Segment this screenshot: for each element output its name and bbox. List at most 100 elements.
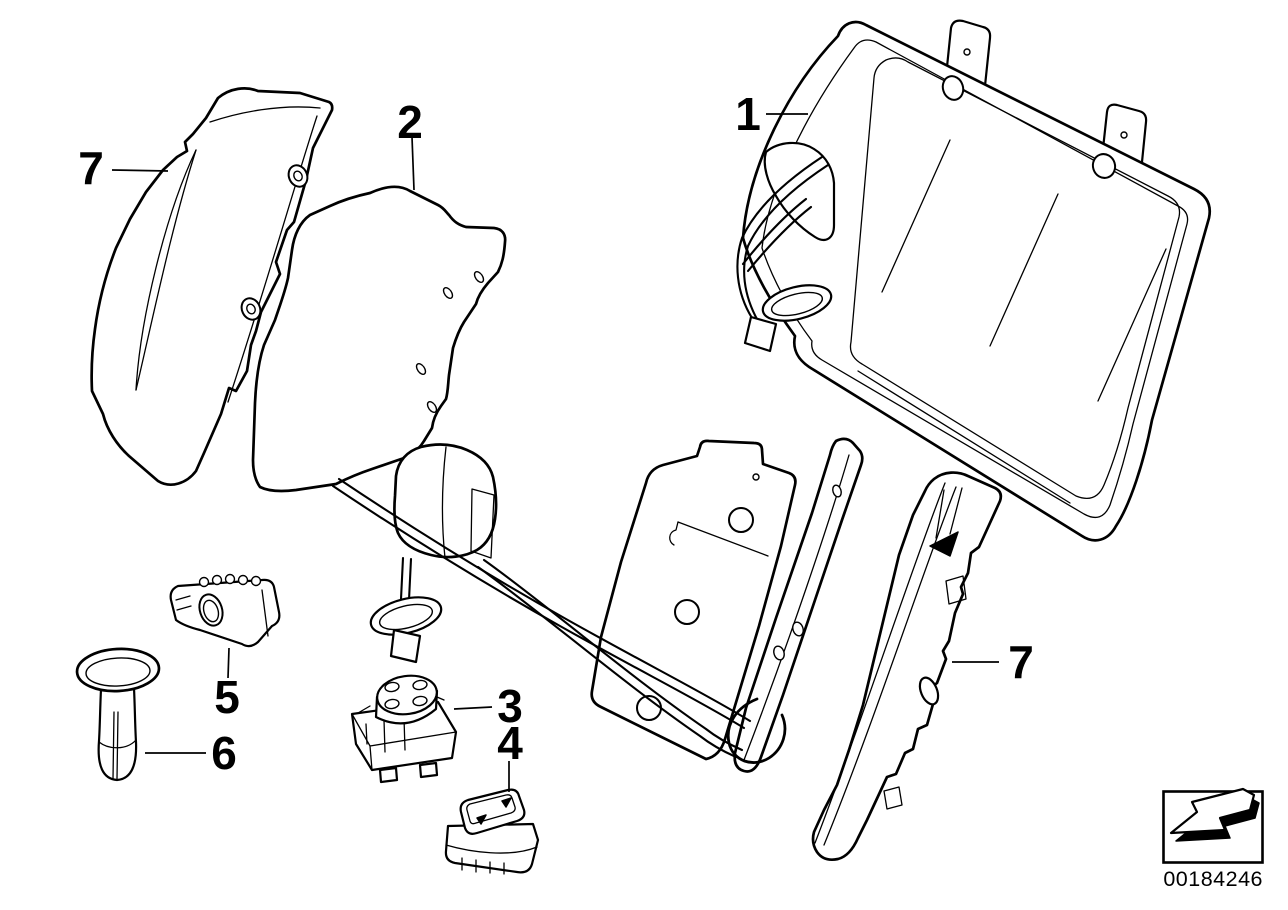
tab-hole: [963, 48, 971, 56]
clip-fold-line: [261, 589, 269, 637]
bowden-cables: [331, 477, 787, 764]
cable: [476, 565, 738, 759]
bracket-rail: [733, 437, 864, 773]
clip-slot: [883, 786, 903, 810]
panel-hole: [415, 362, 427, 376]
funnel-stem: [743, 315, 778, 353]
crease-line: [135, 149, 197, 391]
crease-line: [989, 193, 1059, 347]
panel-hole: [1091, 153, 1117, 179]
crease-line: [135, 149, 197, 391]
switch-cap-inner: [466, 794, 516, 825]
clip-tooth: [211, 574, 223, 586]
rail-hole: [773, 645, 785, 661]
panel-outline: [251, 185, 507, 493]
crease-line: [1097, 248, 1167, 402]
knob-detail: [357, 696, 445, 714]
cable: [337, 477, 752, 723]
knob-hole: [412, 695, 428, 707]
rivet-head-inner: [85, 657, 151, 687]
cable: [743, 163, 830, 323]
leader-line-3: [453, 706, 493, 710]
pouch-outline: [393, 443, 498, 559]
cable-funnel-inner: [378, 603, 434, 631]
cable: [331, 484, 746, 730]
panel-hole: [473, 270, 485, 284]
lumbar-actuator: [369, 443, 498, 664]
panel-outline: [811, 471, 1003, 862]
image-id: 00184246: [1163, 867, 1263, 891]
flap-arrow: [929, 531, 959, 557]
switch-skirt: [445, 844, 538, 854]
panel-hole: [941, 75, 965, 101]
flap-line: [949, 487, 963, 535]
switch-foot: [418, 761, 439, 779]
mounting-bracket: [590, 437, 864, 773]
crease-line: [823, 486, 957, 846]
part-2-lumbar-panel: [251, 185, 507, 493]
grommet-inner: [293, 170, 303, 182]
callout-label-4: 4: [497, 717, 523, 769]
bracket-hole: [674, 599, 700, 625]
release-cable: [677, 521, 769, 557]
footer: 00184246: [1162, 787, 1264, 891]
leader-line-7-left: [111, 169, 169, 172]
clip-hatch: [175, 595, 192, 611]
clip-body: [169, 578, 281, 648]
cable-funnel-inner: [770, 291, 824, 317]
panel-face: [849, 57, 1181, 499]
part-6-rivet: [75, 647, 161, 782]
panel-face-inner-line: [857, 370, 1071, 504]
left-harness: [736, 141, 836, 353]
panel-cutout: [918, 676, 940, 706]
part-3-switch: [350, 674, 458, 784]
cable: [741, 197, 808, 266]
callout-label-2: 2: [397, 96, 423, 148]
crease-line: [881, 139, 951, 293]
release-cable-end: [669, 521, 679, 546]
callouts: 1 2 3 4 5 6 7 7: [78, 88, 1034, 792]
rail-hole: [832, 484, 842, 498]
cable: [399, 556, 405, 601]
grommet-inner: [246, 303, 256, 315]
direction-arrow-icon: [1169, 787, 1260, 842]
flap-line: [935, 489, 945, 539]
callout-label-7-left: 7: [78, 142, 104, 194]
clip-tooth: [224, 573, 236, 585]
panel-outline: [741, 20, 1212, 542]
rail-hole: [792, 621, 804, 637]
crease-line: [814, 482, 946, 844]
rivet-slot: [112, 711, 119, 780]
switch-body: [444, 822, 540, 874]
cable: [482, 558, 744, 752]
bracket-hole: [728, 507, 754, 533]
switch-pins: [461, 857, 505, 875]
cable: [407, 557, 413, 602]
part-4-switch: [444, 788, 540, 875]
knob-hole: [384, 698, 400, 710]
part-5-clip: [169, 573, 281, 648]
arrow-glyph: [476, 814, 487, 825]
callout-label-5: 5: [214, 671, 240, 723]
rail-edge-line: [743, 454, 850, 761]
bracket-small-hole: [752, 473, 760, 481]
arrow-glyph: [501, 797, 512, 808]
clip-tooth: [198, 576, 210, 588]
callout-label-6: 6: [211, 727, 237, 779]
clip-tooth: [250, 575, 262, 587]
edge-line: [227, 115, 318, 403]
tab-hole: [1120, 131, 1128, 139]
panel-outline: [90, 87, 334, 486]
switch-foot: [378, 766, 399, 784]
panel-rim-line: [761, 39, 1189, 519]
callout-label-1: 1: [735, 88, 761, 140]
part-1-backrest-panel: [741, 19, 1212, 542]
knob-hole: [412, 679, 428, 691]
cable: [736, 155, 824, 320]
pouch-tab: [470, 488, 495, 559]
knob-hole: [384, 681, 400, 693]
leader-line-2: [411, 136, 415, 191]
panel-hole: [442, 286, 454, 300]
